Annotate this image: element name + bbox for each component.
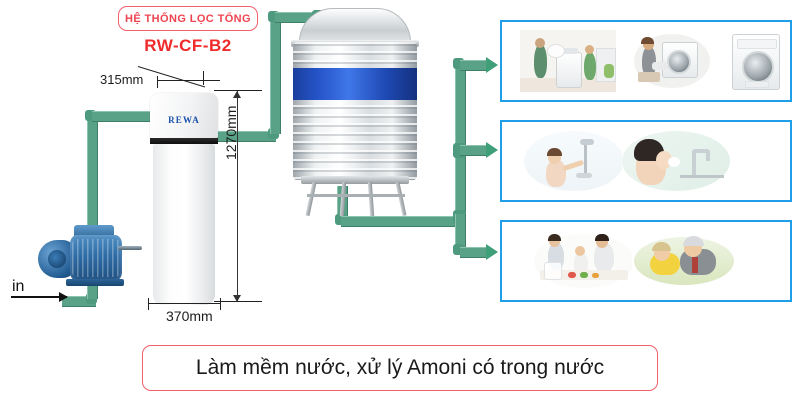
dimension-height: 1270mm bbox=[223, 105, 239, 160]
dim-tick-370-right bbox=[220, 298, 221, 310]
pipe-branch-2 bbox=[460, 145, 488, 156]
dim-tick-315-right bbox=[203, 71, 204, 85]
pump-base bbox=[66, 279, 124, 286]
arrow-branch-3 bbox=[486, 244, 498, 260]
tank-blue-band bbox=[293, 68, 417, 100]
usage-panel-cooking-family bbox=[500, 220, 792, 302]
dimension-width-top: 315mm bbox=[100, 72, 144, 87]
photo-woman-loading-front-load-washer bbox=[632, 30, 712, 92]
arrow-branch-1 bbox=[486, 57, 498, 73]
pipe-tank-riser bbox=[270, 14, 281, 134]
pump-shaft bbox=[118, 246, 142, 250]
stainless-steel-water-tank bbox=[287, 8, 423, 217]
photo-woman-loading-top-load-washer-with-child bbox=[520, 30, 616, 92]
water-pump bbox=[36, 223, 142, 291]
dim-tick-315-left bbox=[157, 76, 158, 88]
inlet-arrow-icon bbox=[11, 292, 68, 302]
pipe-elbow-top-left bbox=[85, 110, 96, 121]
inlet-label: in bbox=[12, 278, 25, 295]
system-type-tag: HỆ THỐNG LỌC TỔNG bbox=[118, 6, 258, 31]
photo-family-preparing-food-in-kitchen bbox=[532, 230, 636, 292]
filter-valve-head: REWA bbox=[150, 93, 218, 138]
tank-base-ring bbox=[301, 176, 409, 184]
pipe-elbow-outlet bbox=[335, 214, 346, 225]
tank-leg-brace bbox=[307, 194, 405, 197]
usage-panel-bathing bbox=[500, 120, 792, 202]
dim-line-315-horizontal bbox=[158, 80, 220, 81]
pipe-to-filter bbox=[92, 111, 154, 122]
pipe-elbow-trunk-top bbox=[453, 58, 464, 69]
photo-front-load-washing-machine bbox=[726, 30, 784, 92]
pipe-pump-riser bbox=[87, 113, 98, 299]
pipe-branch-3 bbox=[460, 247, 488, 258]
tank-leg bbox=[367, 181, 375, 217]
tank-body bbox=[293, 42, 417, 180]
dim-tick-370-left bbox=[148, 298, 149, 310]
pipe-elbow-tank-top bbox=[268, 11, 279, 22]
banner-text: Làm mềm nước, xử lý Amoni có trong nước bbox=[195, 356, 605, 379]
whole-house-filter-unit: REWA bbox=[150, 93, 218, 305]
dim-arrow-1270-top bbox=[233, 91, 241, 98]
usage-panel-laundry bbox=[500, 20, 792, 102]
dim-ext-top bbox=[214, 90, 262, 91]
pipe-tank-inlet bbox=[275, 12, 319, 23]
pipe-distribution-main bbox=[341, 216, 461, 227]
pipe-elbow-branch-3 bbox=[453, 244, 464, 255]
pipe-branch-1 bbox=[460, 60, 488, 71]
tank-leg bbox=[305, 181, 317, 217]
pipe-inlet-horizontal bbox=[62, 296, 96, 307]
dimension-width-base: 370mm bbox=[166, 308, 213, 324]
filter-resin-tank bbox=[153, 144, 215, 305]
photo-woman-washing-face-at-faucet bbox=[622, 129, 730, 193]
pipe-filter-outlet bbox=[214, 131, 276, 142]
dim-arrow-1270-bottom bbox=[233, 295, 241, 302]
pump-cooling-fins bbox=[72, 239, 120, 277]
dim-ext-bottom bbox=[214, 301, 262, 302]
dim-leader-315 bbox=[137, 66, 206, 88]
pipe-distribution-trunk bbox=[455, 60, 466, 222]
pipe-branch-3-drop bbox=[455, 214, 466, 250]
dim-line-1270 bbox=[237, 91, 238, 302]
filter-trim-band bbox=[150, 138, 218, 144]
tank-leg bbox=[395, 181, 407, 217]
arrow-branch-2 bbox=[486, 142, 498, 158]
photo-elderly-couple-lying-on-grass bbox=[632, 231, 736, 291]
model-label: RW-CF-B2 bbox=[144, 36, 232, 55]
brand-logo: REWA bbox=[168, 115, 200, 125]
pump-impeller bbox=[48, 250, 66, 268]
photo-child-under-shower-head bbox=[524, 129, 624, 193]
dim-line-370 bbox=[149, 303, 221, 304]
bottom-banner: Làm mềm nước, xử lý Amoni có trong nước bbox=[142, 345, 658, 391]
pump-motor-body bbox=[70, 235, 122, 281]
